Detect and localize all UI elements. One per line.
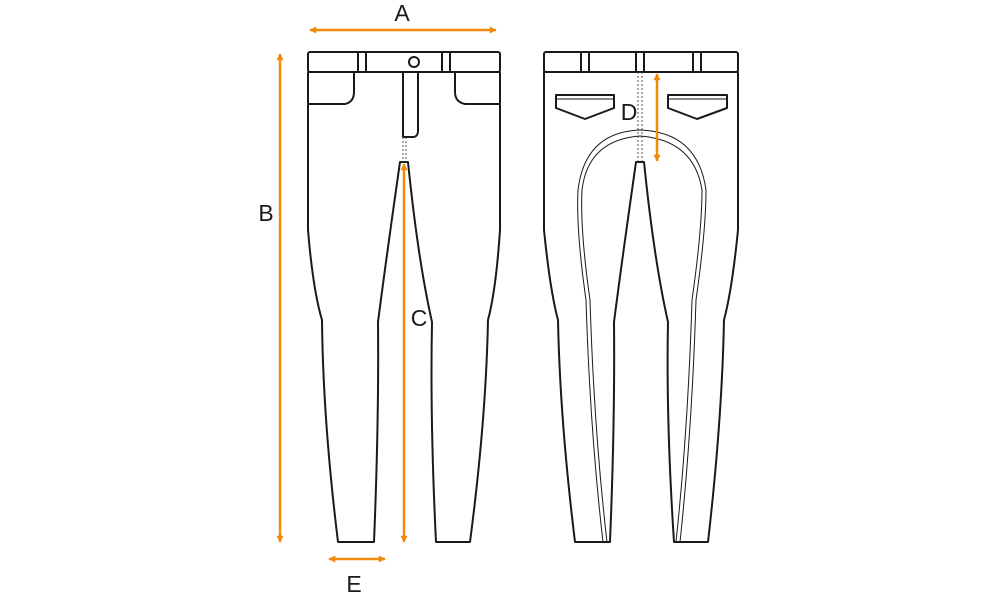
- back-belt-loops: [580, 51, 702, 73]
- front-fly: [402, 71, 419, 138]
- measurement-arrows: [276, 26, 661, 563]
- label-a: A: [394, 0, 410, 26]
- front-pocket-right: [454, 71, 501, 105]
- label-d: D: [621, 99, 638, 125]
- label-b: B: [258, 200, 273, 226]
- back-view: [543, 51, 739, 543]
- back-seat-patch: [581, 135, 703, 543]
- front-button: [408, 56, 420, 68]
- label-e: E: [346, 571, 361, 597]
- front-waistband: [307, 51, 501, 73]
- front-view: [307, 51, 501, 543]
- front-pocket-left: [307, 71, 355, 105]
- back-waistband: [543, 51, 739, 73]
- front-belt-loops: [357, 51, 451, 73]
- label-c: C: [411, 305, 428, 331]
- measurement-labels: A B C D E: [258, 0, 637, 597]
- front-legs-outline: [307, 71, 501, 543]
- back-legs-outline: [543, 71, 739, 543]
- back-pocket-right: [667, 94, 728, 120]
- back-pocket-left: [555, 94, 615, 120]
